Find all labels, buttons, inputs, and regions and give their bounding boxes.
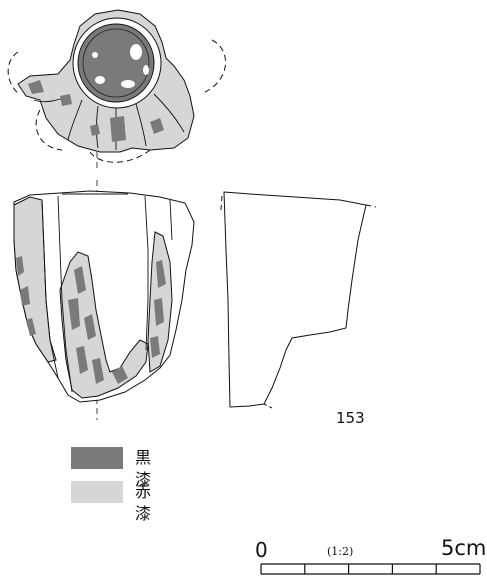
top-view-speckles xyxy=(92,44,149,88)
side-view-black-patches xyxy=(16,256,166,384)
cross-section-bottom-dash xyxy=(263,403,273,409)
side-view xyxy=(13,190,195,403)
cross-section-dashed-left xyxy=(220,195,223,211)
legend-label-black-lacquer: 黒漆 xyxy=(135,448,152,489)
top-view-inner-disk xyxy=(77,23,155,103)
top-view xyxy=(7,9,227,163)
top-view-dashed-right xyxy=(204,39,227,93)
scale-end-label: 5cm xyxy=(441,536,487,560)
cross-section-dashed-right xyxy=(365,204,377,208)
top-view-dashed-left xyxy=(7,51,21,96)
top-view-black-patches xyxy=(28,80,164,142)
scale-start-label: 0 xyxy=(255,538,268,562)
top-view-inner-line xyxy=(82,28,150,98)
cross-section-outline xyxy=(223,191,367,408)
scale-ratio-label: (1:2) xyxy=(327,545,354,558)
scale-bar-ticks xyxy=(260,564,481,574)
legend-swatch-red-lacquer xyxy=(71,481,123,503)
scale-bar xyxy=(260,563,481,575)
legend-swatch-black-lacquer xyxy=(71,447,123,469)
cross-section xyxy=(220,191,377,409)
item-number-label: 153 xyxy=(336,409,365,427)
top-view-dashed-lowleft xyxy=(35,109,63,151)
legend-label-red-lacquer: 赤漆 xyxy=(135,482,152,523)
top-view-dashed-bottom xyxy=(89,149,151,163)
side-view-facet-lines xyxy=(41,193,173,393)
